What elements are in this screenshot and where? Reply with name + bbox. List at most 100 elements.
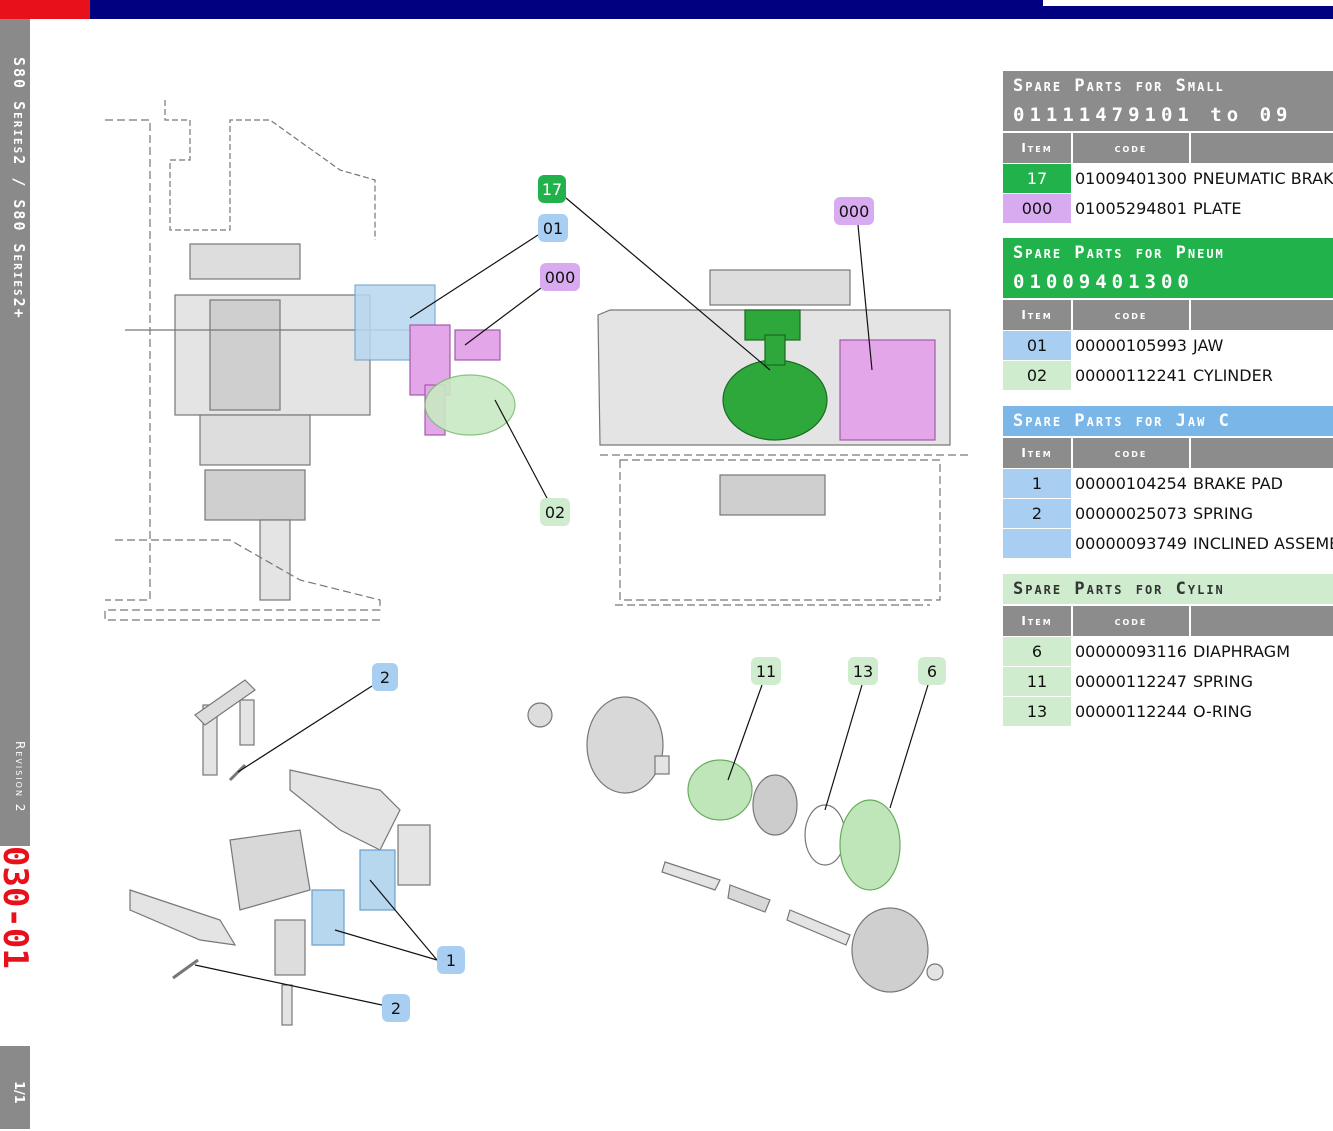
header-code: code — [1073, 133, 1191, 163]
table-title: Spare Parts for Cylin — [1003, 574, 1333, 604]
svg-text:17: 17 — [542, 180, 562, 199]
row-code: 00000112241 — [1075, 366, 1187, 385]
row-desc: INCLINED ASSEMB — [1193, 534, 1333, 553]
table-cylinder: Spare Parts for Cylin Item code De 6 000… — [1003, 574, 1333, 726]
row-desc: DIAPHRAGM — [1193, 642, 1290, 661]
table-header: Item code De — [1003, 604, 1333, 636]
row-desc: JAW — [1193, 336, 1224, 355]
table-row: 6 00000093116 DIAPHRAGM — [1003, 636, 1333, 666]
table-header: Item code De — [1003, 131, 1333, 163]
svg-text:11: 11 — [756, 662, 776, 681]
row-item: 6 — [1003, 637, 1071, 666]
svg-text:6: 6 — [927, 662, 937, 681]
callout-17: 17 — [538, 175, 566, 203]
row-item — [1003, 529, 1071, 558]
row-desc: SPRING — [1193, 672, 1254, 691]
table-jaw: Spare Parts for Jaw C Item code De 1 000… — [1003, 406, 1333, 558]
svg-text:13: 13 — [853, 662, 873, 681]
table-small-assembly: Spare Parts for Small 01111479101 to 09 … — [1003, 71, 1333, 223]
header-desc: De — [1191, 606, 1333, 636]
table-header: Item code De — [1003, 436, 1333, 468]
row-item: 13 — [1003, 697, 1071, 726]
svg-text:000: 000 — [839, 202, 870, 221]
row-code: 00000093749 — [1075, 534, 1187, 553]
header-code: code — [1073, 606, 1191, 636]
header-item: Item — [1003, 438, 1073, 468]
svg-text:2: 2 — [391, 999, 401, 1018]
header-item: Item — [1003, 606, 1073, 636]
callout-13: 13 — [848, 657, 878, 685]
svg-text:2: 2 — [380, 668, 390, 687]
callout-2-top: 2 — [372, 663, 398, 691]
table-row: 17 01009401300 PNEUMATIC BRAK — [1003, 163, 1333, 193]
row-item: 11 — [1003, 667, 1071, 696]
row-desc: CYLINDER — [1193, 366, 1273, 385]
table-title: Spare Parts for Small — [1003, 71, 1333, 101]
row-code: 00000025073 — [1075, 504, 1187, 523]
row-code: 00000104254 — [1075, 474, 1187, 493]
table-subtitle: 01009401300 — [1003, 268, 1333, 298]
top-bar — [0, 0, 1333, 19]
callout-000-left: 000 — [540, 263, 580, 291]
callout-000-right: 000 — [834, 197, 874, 225]
table-row: 13 00000112244 O-RING — [1003, 696, 1333, 726]
callout-6: 6 — [918, 657, 946, 685]
sidebar-page-number: 1/1 — [11, 1081, 26, 1104]
table-row: 01 00000105993 JAW — [1003, 330, 1333, 360]
table-title: Spare Parts for Jaw C — [1003, 406, 1333, 436]
header-item: Item — [1003, 133, 1073, 163]
side-view-drawing — [104, 100, 516, 621]
row-item: 17 — [1003, 164, 1071, 193]
header-code: code — [1073, 438, 1191, 468]
svg-text:02: 02 — [545, 503, 565, 522]
table-subtitle: 01111479101 to 09 — [1003, 101, 1333, 131]
header-code: code — [1073, 300, 1191, 330]
table-row: 1 00000104254 BRAKE PAD — [1003, 468, 1333, 498]
top-bar-white-block — [1043, 0, 1333, 6]
row-desc: SPRING — [1193, 504, 1254, 523]
table-title: Spare Parts for Pneum — [1003, 238, 1333, 268]
header-item: Item — [1003, 300, 1073, 330]
row-item: 000 — [1003, 194, 1071, 223]
callout-11: 11 — [751, 657, 781, 685]
header-desc: De — [1191, 438, 1333, 468]
top-bar-red-block — [0, 0, 90, 19]
callout-2-bottom: 2 — [382, 994, 410, 1022]
row-desc: O-RING — [1193, 702, 1253, 721]
row-item: 2 — [1003, 499, 1071, 528]
header-desc: De — [1191, 300, 1333, 330]
parts-drawing: 17 01 000 000 02 2 1 2 11 13 6 — [104, 100, 968, 1026]
callout-02: 02 — [540, 498, 570, 526]
table-header: Item code De — [1003, 298, 1333, 330]
row-desc: PNEUMATIC BRAK — [1193, 169, 1333, 188]
svg-text:000: 000 — [545, 268, 576, 287]
callout-1: 1 — [437, 946, 465, 974]
row-item: 02 — [1003, 361, 1071, 390]
header-desc: De — [1191, 133, 1333, 163]
svg-text:01: 01 — [543, 219, 563, 238]
row-desc: BRAKE PAD — [1193, 474, 1283, 493]
sidebar-section-code: 030-01 — [0, 846, 35, 1046]
sidebar-revision: Revision 2 — [13, 741, 27, 814]
row-code: 01005294801 — [1075, 199, 1187, 218]
row-code: 00000112247 — [1075, 672, 1187, 691]
row-item: 1 — [1003, 469, 1071, 498]
table-row: 11 00000112247 SPRING — [1003, 666, 1333, 696]
table-row: 02 00000112241 CYLINDER — [1003, 360, 1333, 390]
row-code: 00000093116 — [1075, 642, 1187, 661]
parts-tables: Spare Parts for Small 01111479101 to 09 … — [1003, 71, 1333, 741]
sidebar-model: S80 Series2 / S80 Series2+ — [10, 57, 28, 320]
leader-lines — [194, 197, 929, 1006]
front-view-drawing — [597, 269, 968, 606]
row-code: 01009401300 — [1075, 169, 1187, 188]
table-row: 00000093749 INCLINED ASSEMB — [1003, 528, 1333, 558]
row-code: 00000112244 — [1075, 702, 1187, 721]
cylinder-exploded-drawing — [527, 696, 944, 993]
table-row: 000 01005294801 PLATE — [1003, 193, 1333, 223]
row-item: 01 — [1003, 331, 1071, 360]
table-row: 2 00000025073 SPRING — [1003, 498, 1333, 528]
jaw-exploded-drawing — [129, 679, 431, 1026]
row-desc: PLATE — [1193, 199, 1242, 218]
table-pneumatic-brake: Spare Parts for Pneum 01009401300 Item c… — [1003, 238, 1333, 390]
svg-text:1: 1 — [446, 951, 456, 970]
